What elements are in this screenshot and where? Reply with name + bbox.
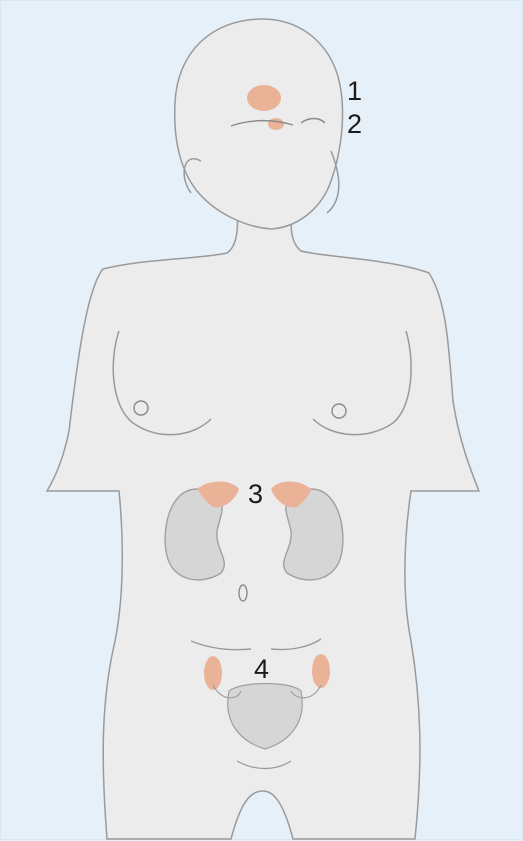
marker-3: 3 [248, 481, 263, 508]
ovary-left [204, 656, 222, 690]
marker-2: 2 [347, 111, 362, 138]
hypothalamus-gland [247, 85, 281, 111]
ovary-right [312, 654, 330, 688]
head-silhouette [175, 19, 343, 229]
pituitary-gland [268, 118, 284, 130]
marker-4: 4 [254, 656, 269, 683]
marker-1: 1 [347, 78, 362, 105]
